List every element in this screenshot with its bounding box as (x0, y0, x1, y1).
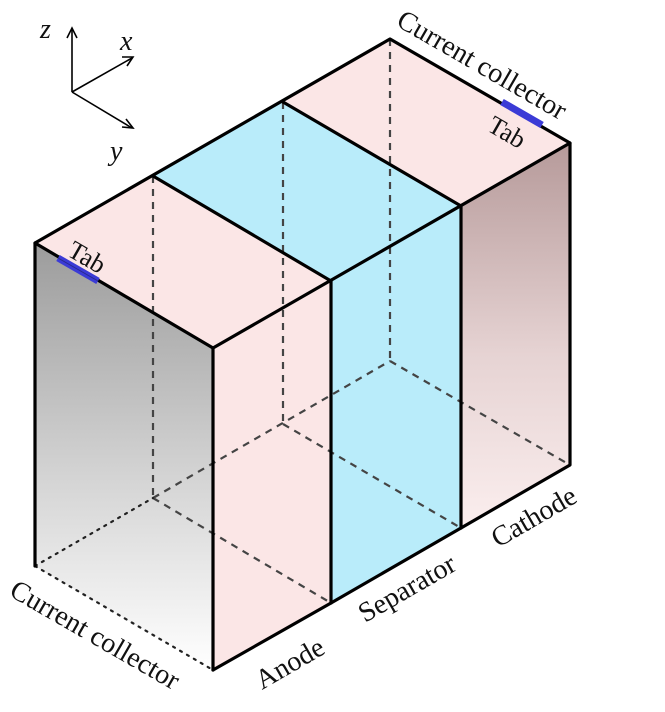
separator-side-face (331, 206, 461, 603)
left-tab-outline (57, 257, 99, 282)
anode-side-face (213, 281, 331, 670)
right-current-collector-face (461, 143, 570, 528)
separator-top-face (153, 102, 461, 281)
hidden-edges (151, 39, 571, 604)
axes-indicator (66, 26, 135, 129)
axis-z-label: z (39, 14, 51, 45)
axis-y-label: y (107, 136, 123, 167)
dotted-edges (33, 496, 215, 672)
right-tab (500, 98, 544, 129)
axis-x-label: x (119, 26, 133, 57)
left-current-collector-face (35, 243, 213, 670)
cathode-top-face (283, 39, 570, 206)
anode-top-face (35, 176, 331, 348)
